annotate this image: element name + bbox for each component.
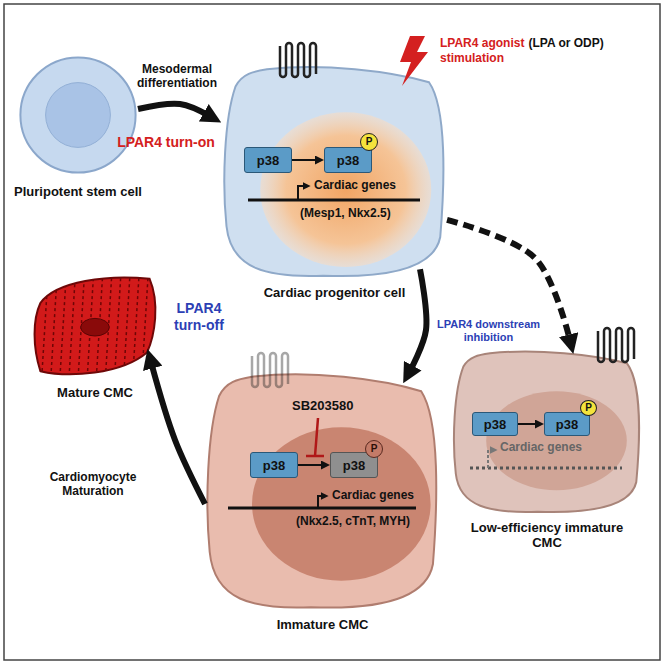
- process-arrow: [410, 269, 427, 371]
- transcription-arrow: [488, 450, 492, 468]
- receptor-symbol: [280, 43, 316, 77]
- gene-label: Cardiac genes: [314, 178, 396, 192]
- dna-line: [248, 199, 420, 202]
- phospho-mark: P: [585, 403, 592, 413]
- transcription-arrow: [298, 186, 305, 200]
- stem-cell: Pluripotent stem cell: [18, 55, 138, 175]
- kinase-box: p38: [324, 147, 372, 173]
- dna-line: [470, 467, 622, 470]
- edge-label: Mesodermal differentiation: [122, 62, 232, 91]
- dna-line: [228, 507, 416, 510]
- process-arrow: [151, 363, 205, 504]
- activation-arrow: [518, 423, 538, 425]
- cell-name: Immature CMC: [243, 618, 403, 633]
- process-arrow: [138, 104, 209, 116]
- gene-label: Cardiac genes: [332, 488, 414, 502]
- phospho-circle: P: [365, 440, 383, 458]
- state-label: LPAR4 downstream inhibition: [436, 318, 541, 344]
- phospho-mark: P: [371, 444, 378, 454]
- stimulus-label: stimulation: [440, 51, 504, 65]
- cell-outline: [18, 55, 138, 175]
- gene-list: (Mesp1, Nkx2.5): [300, 206, 391, 220]
- receptor-symbol: [598, 328, 634, 362]
- protein-name: p38: [263, 459, 285, 472]
- protein-name: p38: [257, 154, 279, 167]
- cell-outline: [30, 270, 160, 380]
- protein-name: p38: [337, 154, 359, 167]
- inhibitor-label: SB203580: [292, 398, 353, 414]
- process-label: Cardiomyocyte Maturation: [38, 470, 148, 499]
- gene-list: (Nkx2.5, cTnT, MYH): [296, 514, 410, 528]
- cell-name: Cardiac progenitor cell: [250, 286, 420, 301]
- phospho-mark: P: [366, 137, 373, 147]
- protein-name: p38: [343, 459, 365, 472]
- kinase-box: p38: [472, 412, 518, 436]
- frame: [4, 4, 660, 660]
- inhibition-bar: [306, 418, 324, 456]
- kinase-box: p38: [250, 452, 298, 478]
- cell-name: Low-efficiency immature CMC: [457, 521, 637, 551]
- kinase-box: p38: [544, 412, 590, 436]
- state-label: LPAR4 turn-off: [168, 300, 230, 334]
- transcription-arrow: [318, 496, 323, 508]
- phospho-circle: P: [360, 133, 378, 151]
- receptor-symbol: [252, 353, 288, 387]
- mature-cell: Mature CMC: [30, 270, 160, 380]
- stimulus-label: (LPA or ODP): [528, 36, 603, 50]
- stimulation-bolt: [400, 36, 428, 86]
- kinase-box: p38: [244, 147, 292, 173]
- activation-arrow: [292, 159, 318, 161]
- protein-name: p38: [556, 418, 578, 431]
- activation-arrow: [298, 464, 324, 466]
- low-efficiency-cell: Low-efficiency immature CMCp38p38P: [452, 350, 642, 515]
- phospho-circle: P: [580, 400, 597, 416]
- progenitor-cell: Cardiac progenitor cellp38p38P: [222, 65, 447, 280]
- cell-name: Pluripotent stem cell: [3, 185, 153, 200]
- protein-name: p38: [484, 418, 506, 431]
- gene-label: Cardiac genes: [500, 440, 582, 454]
- stimulus-label: LPAR4 agonist: [440, 36, 524, 50]
- cell-name: Mature CMC: [30, 386, 160, 401]
- state-label: LPAR4 turn-on: [112, 134, 220, 151]
